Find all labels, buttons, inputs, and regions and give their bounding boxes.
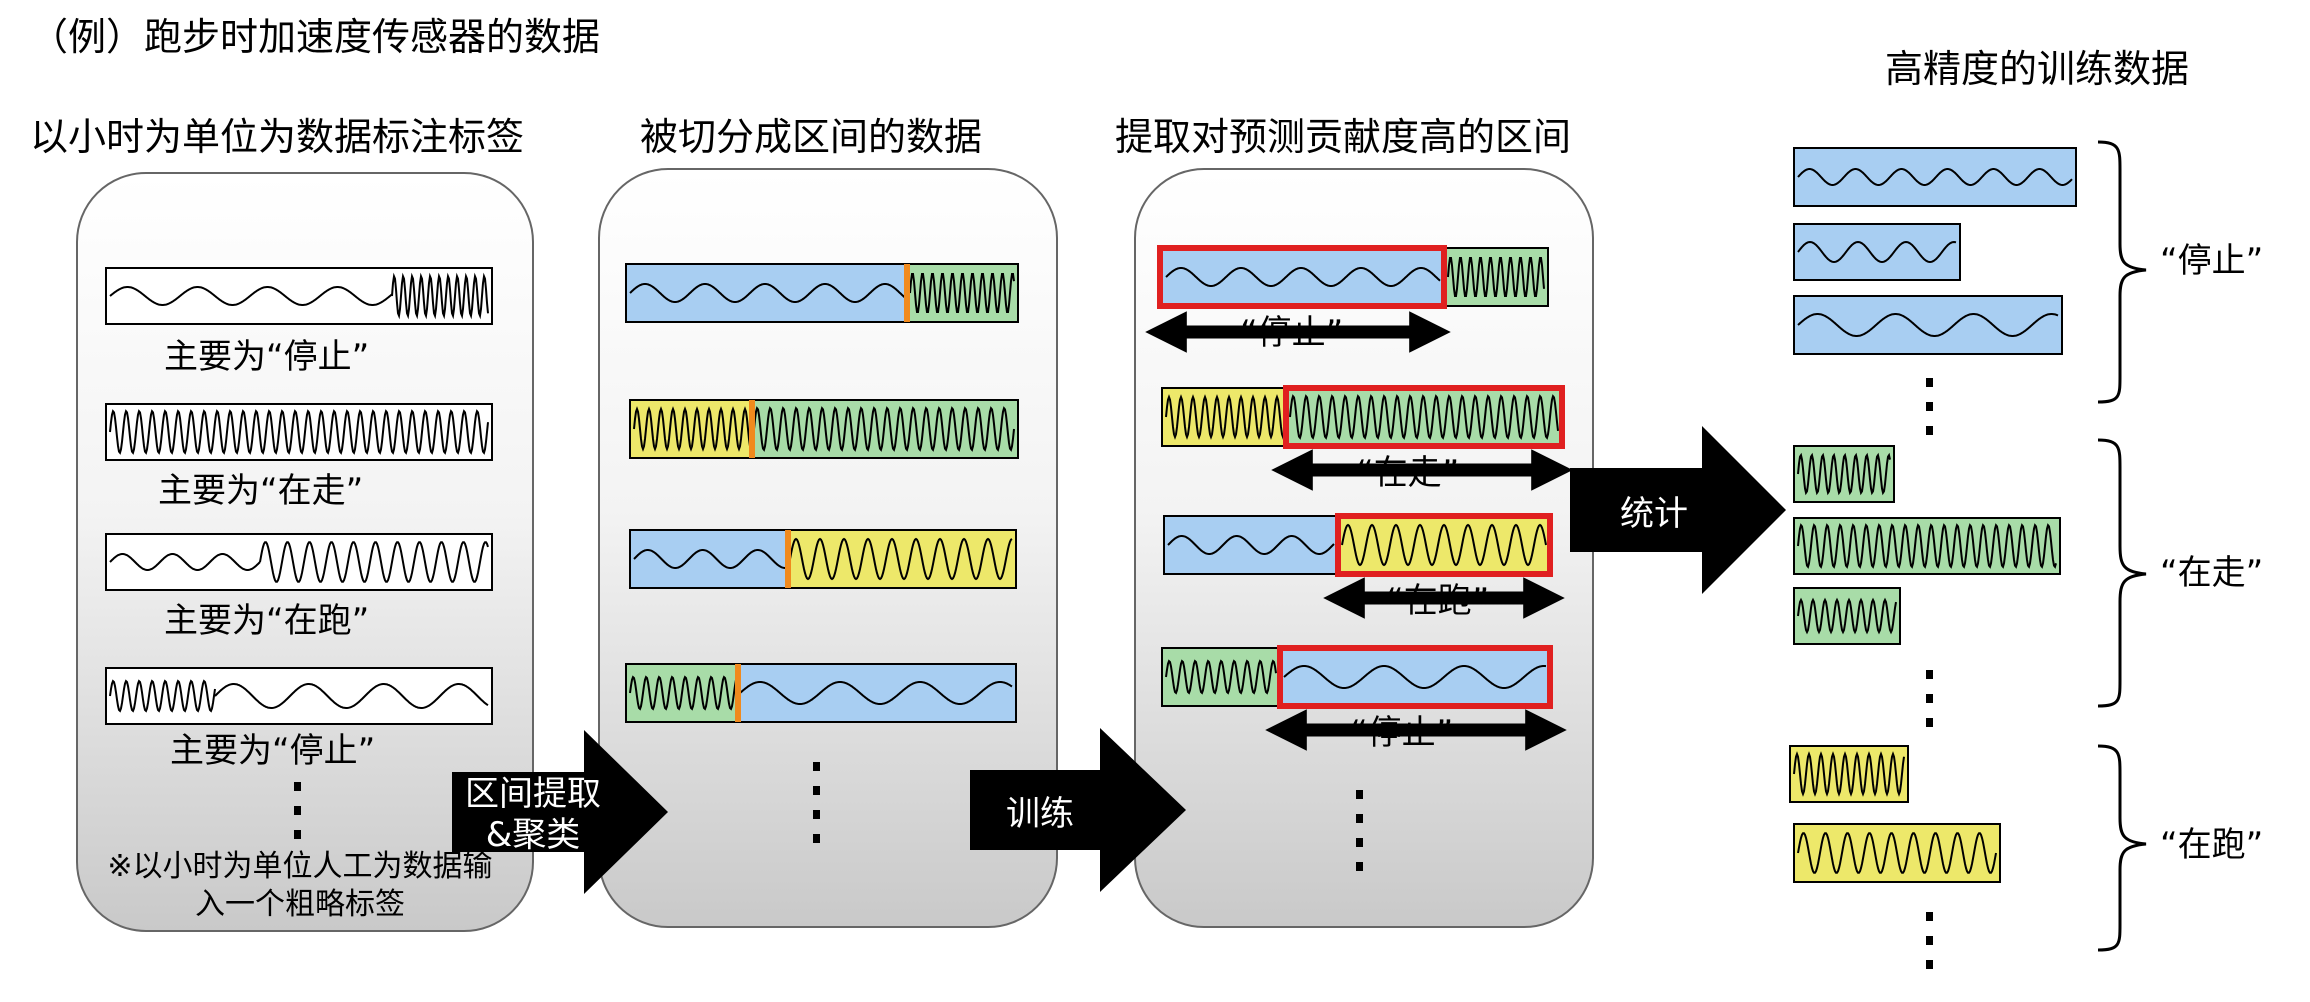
labeled-ellipsis	[294, 782, 301, 839]
segment-row-4	[625, 663, 1017, 723]
brace-walk	[2097, 438, 2147, 708]
brace-stop	[2097, 140, 2147, 404]
heading-labeled: 以小时为单位为数据标注标签	[30, 115, 525, 159]
segment-row-2	[629, 399, 1019, 459]
labeled-caption-1: 主要为“停止”	[164, 337, 370, 377]
training-stop-clip-3	[1793, 295, 2063, 355]
heading-segmented: 被切分成区间的数据	[640, 115, 983, 159]
group-label-stop: “停止”	[2160, 241, 2264, 281]
labeled-signal-2	[105, 403, 493, 461]
training-run-clip-1	[1789, 745, 1909, 803]
extract-cluster-label: 区间提取&聚类	[465, 774, 601, 855]
segmented-ellipsis	[813, 762, 820, 843]
labeled-signal-1	[105, 267, 493, 325]
labeled-signal-4	[105, 667, 493, 725]
extracted-caption-1: “停止”	[1240, 313, 1344, 353]
labeled-caption-4: 主要为“停止”	[170, 731, 376, 771]
stats-arrow	[1570, 426, 1786, 594]
training-walk-clip-1	[1793, 445, 1895, 503]
training-walk-clip-2	[1793, 517, 2061, 575]
training-stop-ellipsis	[1926, 378, 1933, 435]
training-run-clip-2	[1793, 823, 2001, 883]
training-walk-clip-3	[1793, 587, 1901, 645]
segment-row-1	[625, 263, 1019, 323]
extracted-caption-2: “在走”	[1356, 453, 1460, 493]
labeled-signal-3	[105, 533, 493, 591]
extract-row-1	[1157, 245, 1549, 309]
heading-extracted: 提取对预测贡献度高的区间	[1115, 115, 1572, 159]
training-stop-clip-1	[1793, 147, 2077, 207]
group-label-run: “在跑”	[2160, 825, 2264, 865]
page-title: （例）跑步时加速度传感器的数据	[30, 15, 601, 59]
labeled-caption-2: 主要为“在走”	[158, 471, 364, 511]
train-label: 训练	[1006, 794, 1074, 834]
extracted-caption-4: “停止”	[1350, 713, 1454, 753]
extract-cluster-arrow	[452, 730, 668, 894]
extracted-ellipsis	[1356, 790, 1363, 871]
training-stop-clip-2	[1793, 223, 1961, 281]
extract-row-2	[1161, 385, 1565, 449]
labeled-caption-3: 主要为“在跑”	[164, 601, 370, 641]
group-label-walk: “在走”	[2160, 553, 2264, 593]
training-walk-ellipsis	[1926, 670, 1933, 727]
labeled-note: ※以小时为单位人工为数据输入一个粗略标签	[107, 849, 493, 922]
train-arrow	[970, 728, 1186, 892]
segment-row-3	[629, 529, 1017, 589]
training-run-ellipsis	[1926, 912, 1933, 969]
extracted-caption-3: “在跑”	[1386, 581, 1490, 621]
brace-run	[2097, 744, 2147, 952]
heading-training: 高精度的训练数据	[1885, 47, 2190, 91]
extract-row-3	[1163, 513, 1553, 577]
stats-label: 统计	[1620, 494, 1688, 534]
extract-row-4	[1161, 645, 1553, 709]
